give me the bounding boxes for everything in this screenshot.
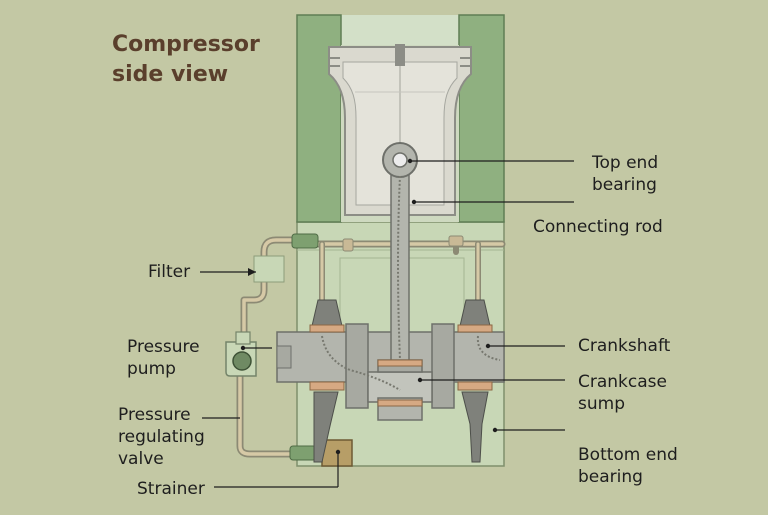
cylinder-head bbox=[323, 15, 477, 45]
pipe-fitting-top-small bbox=[342, 238, 354, 252]
bearing-shell-top-left bbox=[309, 324, 345, 333]
support-leg-left bbox=[313, 391, 339, 463]
small-end-pin bbox=[392, 152, 408, 168]
bearing-shell-bottom-right bbox=[457, 381, 493, 391]
leader-lines bbox=[200, 160, 574, 488]
counterweight-left bbox=[276, 345, 292, 369]
pressure-pump-top bbox=[235, 331, 251, 345]
support-leg-right bbox=[461, 391, 489, 463]
cylinder-wall-right bbox=[458, 14, 505, 223]
label-top-end-bearing: Top end bearing bbox=[592, 153, 659, 195]
pipe-fitting-top-right bbox=[448, 235, 464, 247]
label-pressure-pump: Pressure pump bbox=[127, 337, 200, 379]
bearing-shell-top-right bbox=[457, 324, 493, 333]
filter-arrow-head bbox=[248, 268, 256, 276]
piston-top-fitting bbox=[395, 44, 405, 66]
label-bottom-end-bearing: Bottom end bearing bbox=[578, 445, 678, 487]
filter-housing bbox=[253, 255, 285, 283]
label-crankcase-sump: Crankcase sump bbox=[578, 372, 667, 414]
pressure-pump-rotor bbox=[232, 351, 252, 371]
label-filter: Filter bbox=[148, 262, 191, 282]
big-end-bearing-top bbox=[377, 359, 423, 367]
diagram-title: Compressor side view bbox=[112, 32, 260, 87]
label-crankshaft: Crankshaft bbox=[578, 336, 671, 356]
pipe-fitting-top-left bbox=[291, 233, 319, 249]
big-end-bearing-bottom bbox=[377, 399, 423, 407]
label-connecting-rod: Connecting rod bbox=[533, 217, 663, 237]
label-pressure-regulating-valve: Pressure regulating valve bbox=[118, 405, 205, 469]
strainer-fitting bbox=[289, 445, 317, 461]
oil-drillings bbox=[321, 175, 501, 391]
bearing-shell-bottom-left bbox=[309, 381, 345, 391]
label-strainer: Strainer bbox=[137, 479, 205, 499]
leader-dots bbox=[240, 158, 498, 455]
crankshaft-web-right bbox=[431, 323, 455, 409]
crankshaft-web-left bbox=[345, 323, 369, 409]
